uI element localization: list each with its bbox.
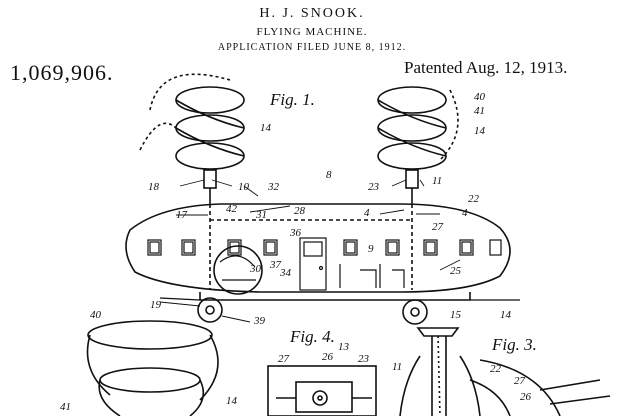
ref-numeral: 23 [368, 181, 380, 193]
ref-numeral: 32 [267, 181, 280, 193]
ref-numeral: 41 [60, 401, 71, 413]
fig4-label: Fig. 4. [289, 327, 335, 346]
ref-numeral: 14 [500, 309, 512, 321]
ref-numeral: 15 [450, 309, 462, 321]
figure-4-detail [267, 365, 377, 416]
ref-numeral: 41 [474, 105, 485, 117]
ref-numeral: 27 [278, 353, 290, 365]
ref-numeral: 40 [474, 91, 486, 103]
ref-numeral: 19 [150, 299, 162, 311]
ref-numeral: 10 [238, 181, 250, 193]
ref-numeral: 17 [176, 209, 188, 221]
ref-numeral: 9 [368, 243, 374, 255]
application-filed: APPLICATION FILED JUNE 8, 1912. [217, 42, 407, 53]
ref-numeral: 11 [392, 361, 402, 373]
ref-numeral: 22 [490, 363, 502, 375]
ref-numeral: 25 [450, 265, 462, 277]
ref-numeral: 11 [432, 175, 442, 187]
ref-numeral: 26 [322, 351, 334, 363]
airship-hull [125, 203, 511, 301]
figure-3-section [399, 327, 611, 416]
ref-numeral: 18 [148, 181, 160, 193]
ref-numeral: 4 [364, 207, 370, 219]
ref-numeral: 22 [468, 193, 480, 205]
ref-numeral: 30 [249, 263, 262, 275]
ref-numeral: 34 [279, 267, 292, 279]
ref-numeral: 26 [520, 391, 532, 403]
ref-numeral: 13 [338, 341, 350, 353]
ref-numeral: 14 [260, 122, 272, 134]
ref-numeral: 8 [326, 169, 332, 181]
ref-numeral: 39 [253, 315, 266, 327]
ref-numeral: 14 [474, 125, 486, 137]
ref-numeral: 40 [90, 309, 102, 321]
ref-numeral: 28 [294, 205, 306, 217]
ref-numeral: 27 [514, 375, 526, 387]
propeller-detail-large [86, 320, 219, 416]
hull-door [299, 237, 327, 291]
ref-numeral: 31 [255, 209, 267, 221]
fig3-label: Fig. 3. [491, 335, 537, 354]
ref-numeral: 37 [269, 259, 282, 271]
left-helical-propeller [139, 73, 245, 189]
inventor-name: H. J. SNOOK. [259, 6, 365, 21]
engine-detail-circle [213, 245, 263, 295]
hull-windows [147, 239, 502, 256]
invention-title: FLYING MACHINE. [256, 26, 368, 38]
ref-numeral: 36 [289, 227, 302, 239]
ref-numeral: 27 [432, 221, 444, 233]
right-helical-propeller [377, 86, 459, 189]
patent-number: 1,069,906. [10, 60, 114, 85]
ref-numeral: 4 [462, 207, 468, 219]
ref-numeral: 23 [358, 353, 370, 365]
ref-numeral: 14 [226, 395, 238, 407]
patented-date: Patented Aug. 12, 1913. [404, 58, 568, 77]
fig1-label: Fig. 1. [269, 90, 315, 109]
landing-wheels [197, 297, 428, 325]
ref-numeral: 42 [226, 203, 238, 215]
